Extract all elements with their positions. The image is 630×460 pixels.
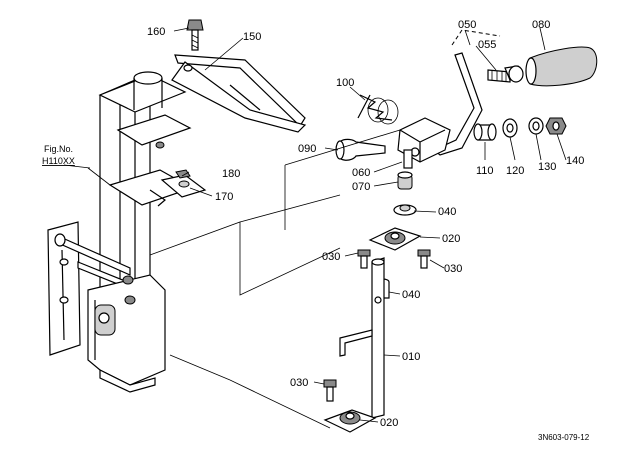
label-110: 110 <box>476 165 494 177</box>
label-030-bottom: 030 <box>290 377 308 389</box>
part-labels: 160 150 050 055 080 100 090 060 070 180 … <box>42 19 590 442</box>
spring-100 <box>357 94 399 125</box>
figure-reference-code: H110XX <box>42 156 75 166</box>
label-030-left: 030 <box>322 251 340 263</box>
label-170: 170 <box>215 191 233 203</box>
label-130: 130 <box>538 161 556 173</box>
label-020-bottom: 020 <box>380 417 398 429</box>
bolt-160 <box>186 19 204 51</box>
leader-lines <box>63 27 567 429</box>
label-150: 150 <box>243 31 261 43</box>
label-020-top: 020 <box>442 233 460 245</box>
label-070: 070 <box>352 181 370 193</box>
plate-170 <box>160 169 207 198</box>
upper-flange <box>357 204 431 269</box>
label-160: 160 <box>147 26 165 38</box>
label-080: 080 <box>532 19 550 31</box>
washer-stack <box>473 117 567 141</box>
label-030-right: 030 <box>444 263 462 275</box>
label-010: 010 <box>402 351 420 363</box>
label-055: 055 <box>478 39 496 51</box>
label-040-mid: 040 <box>402 289 420 301</box>
label-180: 180 <box>222 168 240 180</box>
label-090: 090 <box>298 143 316 155</box>
label-140: 140 <box>566 155 584 167</box>
lower-flange <box>323 379 377 433</box>
label-120: 120 <box>506 165 524 177</box>
label-100: 100 <box>336 77 354 89</box>
frame-bracket <box>47 71 194 393</box>
figure-reference-label: Fig.No. <box>44 144 73 154</box>
shaft-010 <box>339 257 385 419</box>
shift-lever <box>432 29 598 156</box>
pivot-bracket <box>335 117 451 190</box>
drawing-code: 3N603-079-12 <box>538 433 590 442</box>
label-040-top: 040 <box>438 206 456 218</box>
label-060: 060 <box>352 167 370 179</box>
label-050: 050 <box>458 19 476 31</box>
guard-handle <box>171 54 307 133</box>
